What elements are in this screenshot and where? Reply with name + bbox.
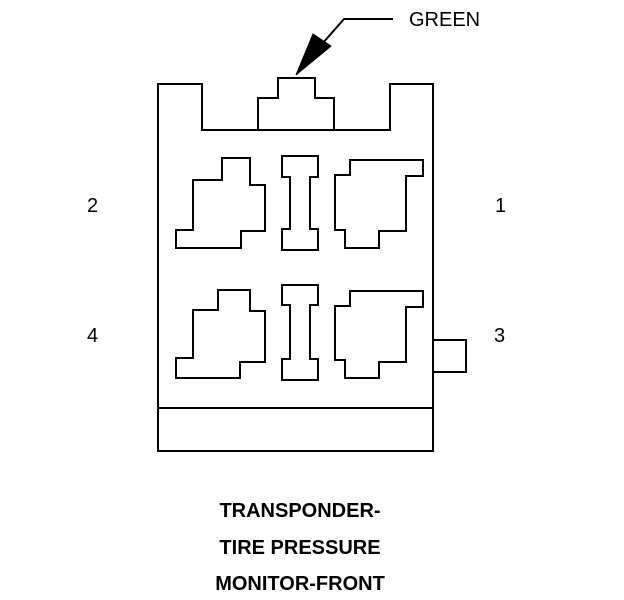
caption-line-2: TIRE PRESSURE: [219, 537, 381, 559]
pin-label-1: 1: [495, 195, 507, 217]
pin-label-4: 4: [87, 325, 99, 347]
pin-cavity-1: [334, 159, 424, 249]
connector-body: [157, 83, 434, 409]
connector-base: [157, 407, 434, 452]
wire-color-label: GREEN: [409, 9, 481, 31]
connector-side-tab: [433, 339, 467, 373]
center-key-lower: [281, 284, 319, 381]
center-key-upper: [281, 155, 319, 251]
pin-cavity-3: [334, 290, 424, 379]
pin-cavity-4: [175, 289, 266, 379]
caption-line-3: MONITOR-FRONT: [215, 573, 385, 595]
pin-label-2: 2: [87, 195, 99, 217]
wire-arrow-head: [295, 33, 332, 76]
caption-line-1: TRANSPONDER-: [219, 500, 381, 522]
pin-label-3: 3: [494, 325, 506, 347]
pin-cavity-2: [175, 157, 266, 249]
wire-leader-line: [321, 18, 393, 45]
connector-latch: [257, 77, 335, 130]
